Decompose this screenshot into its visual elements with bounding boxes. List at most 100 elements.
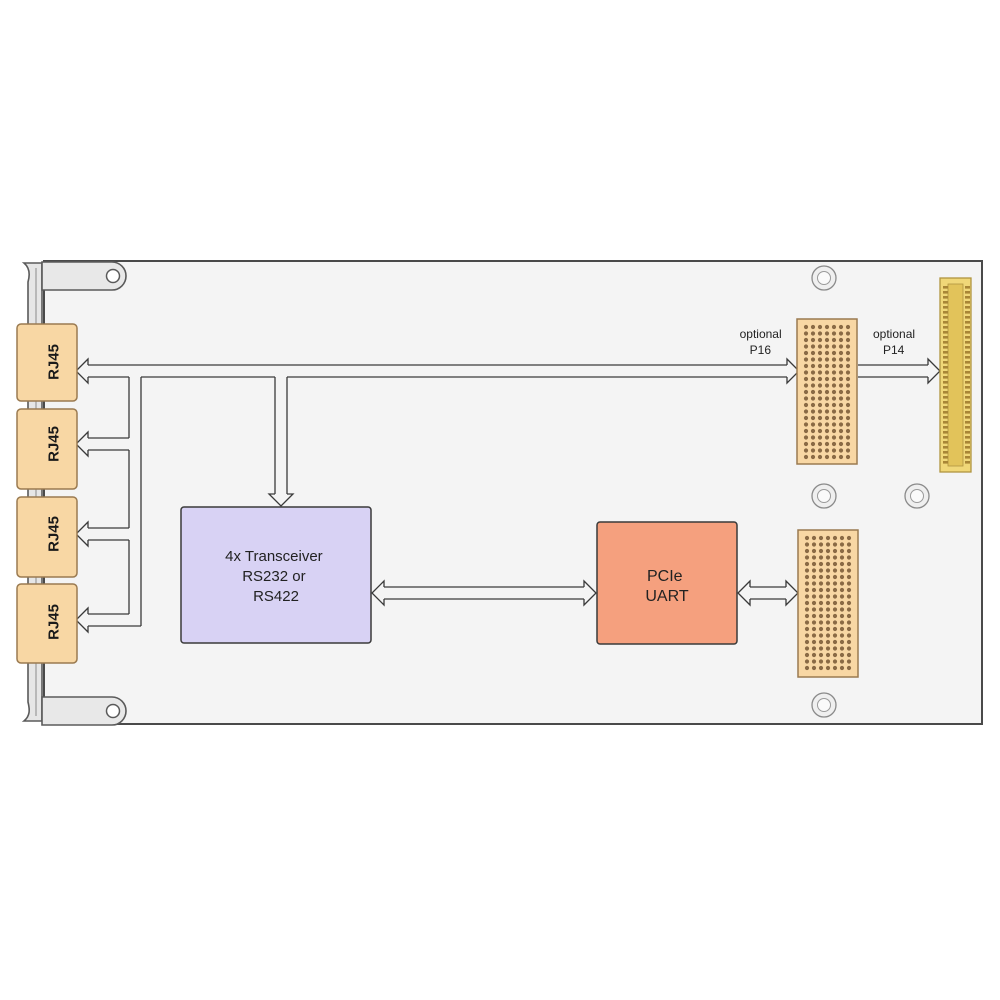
- connector-pin: [803, 389, 809, 395]
- connector-pin: [818, 594, 824, 599]
- connector-pin: [846, 568, 852, 573]
- connector-pin: [845, 383, 851, 388]
- connector-pin: [811, 659, 817, 664]
- connector-pin: [832, 581, 838, 586]
- edge-contact: [965, 456, 970, 459]
- connector-pin: [817, 454, 823, 460]
- edge-contact: [965, 361, 970, 364]
- connector-pin: [846, 542, 852, 547]
- connector-pin: [831, 435, 837, 440]
- p14-contacts: [943, 286, 970, 464]
- edge-contact: [965, 371, 970, 374]
- connector-pin: [846, 555, 852, 560]
- connector-pin: [832, 665, 838, 671]
- edge-contact: [965, 441, 970, 444]
- connector-pin: [846, 574, 852, 580]
- connector-pin: [845, 324, 851, 330]
- edge-contact: [943, 301, 948, 304]
- connector-pin: [845, 331, 851, 336]
- edge-contact: [965, 346, 970, 349]
- connector-pin: [839, 568, 845, 573]
- edge-contact: [965, 336, 970, 339]
- connector-pin: [838, 415, 844, 421]
- connector-pin: [825, 535, 831, 541]
- connector-pin: [803, 415, 809, 421]
- connector-pin: [845, 409, 851, 414]
- connector-pin: [838, 454, 844, 460]
- connector-pin: [811, 613, 817, 619]
- connector-pin: [845, 454, 851, 460]
- connector-pin: [817, 363, 823, 369]
- connector-pin: [839, 626, 845, 632]
- connector-pin: [817, 337, 823, 343]
- connector-pin: [817, 415, 823, 421]
- p16-connector: [796, 318, 858, 465]
- connector-pin: [810, 435, 816, 440]
- connector-pin: [825, 542, 831, 547]
- connector-pin: [846, 646, 852, 651]
- connector-pin: [839, 561, 845, 567]
- connector-pin: [818, 600, 824, 606]
- connector-pin: [810, 422, 816, 427]
- connector-pin: [825, 665, 831, 671]
- mounting-hole: [811, 692, 837, 718]
- connector-pin: [838, 376, 844, 382]
- connector-pin: [818, 665, 824, 671]
- connector-pin: [838, 344, 844, 349]
- connector-pin: [838, 441, 844, 447]
- connector-pin: [818, 639, 824, 645]
- connector-pin: [817, 331, 823, 336]
- edge-contact: [965, 431, 970, 434]
- connector-pin: [803, 331, 809, 336]
- connector-pin: [831, 337, 837, 343]
- connector-pin: [832, 548, 838, 554]
- edge-contact: [943, 291, 948, 294]
- p16-label-line-2: P16: [750, 343, 772, 357]
- connector-pin: [832, 626, 838, 632]
- connector-pin: [818, 542, 824, 547]
- edge-contact: [965, 411, 970, 414]
- connector-pin: [824, 337, 830, 343]
- connector-pin: [818, 626, 824, 632]
- connector-pin: [846, 594, 852, 599]
- connector-pin: [846, 535, 852, 541]
- edge-contact: [943, 411, 948, 414]
- connector-pin: [811, 646, 817, 651]
- p16-pin-field: [803, 324, 851, 460]
- connector-pin: [803, 337, 809, 343]
- connector-pin: [838, 428, 844, 434]
- connector-pin: [817, 376, 823, 382]
- connector-pin: [825, 652, 831, 658]
- edge-contact: [965, 296, 970, 299]
- mounting-hole: [904, 483, 930, 509]
- connector-pin: [804, 555, 810, 560]
- connector-pin: [804, 594, 810, 599]
- edge-contact: [943, 346, 948, 349]
- connector-pin: [811, 594, 817, 599]
- connector-pin: [832, 633, 838, 638]
- edge-contact: [943, 396, 948, 399]
- mounting-hole: [811, 483, 837, 509]
- edge-contact: [943, 386, 948, 389]
- connector-pin: [838, 402, 844, 408]
- connector-pin: [839, 581, 845, 586]
- connector-pin: [803, 448, 809, 453]
- connector-pin: [817, 344, 823, 349]
- connector-pin: [817, 370, 823, 375]
- connector-pin: [824, 383, 830, 388]
- connector-pin: [803, 357, 809, 362]
- connector-pin: [803, 344, 809, 349]
- edge-contact: [943, 421, 948, 424]
- connector-pin: [832, 639, 838, 645]
- connector-pin: [824, 370, 830, 375]
- connector-pin: [824, 402, 830, 408]
- rj45-connector-2: RJ45: [16, 408, 78, 490]
- connector-pin: [839, 633, 845, 638]
- connector-pin: [824, 454, 830, 460]
- connector-pin: [831, 422, 837, 427]
- edge-contact: [943, 406, 948, 409]
- connector-pin: [832, 568, 838, 573]
- connector-pin: [831, 402, 837, 408]
- connector-pin: [824, 389, 830, 395]
